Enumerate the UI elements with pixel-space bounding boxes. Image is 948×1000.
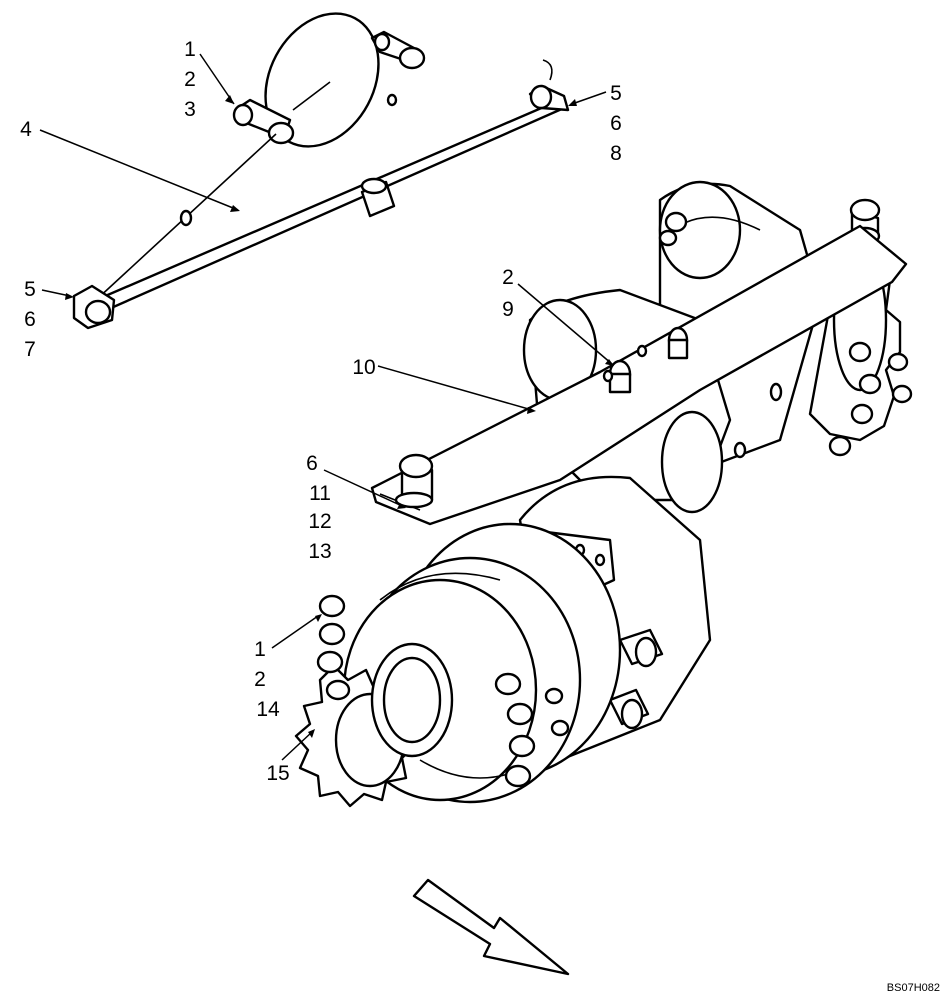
callout-line: 4 [20, 118, 32, 141]
callout-line: 6 [610, 112, 622, 135]
callout-line: 6 [24, 308, 36, 331]
rod-spacer [360, 177, 396, 218]
leader-lines [39, 53, 614, 761]
callout-line: 11 [309, 482, 331, 505]
callout-line: 6 [306, 452, 318, 475]
rod-end-nut-left [72, 284, 116, 330]
direction-arrow [412, 878, 570, 976]
callout-line: 10 [352, 356, 375, 379]
callout-line: 2 [502, 266, 514, 289]
drawing-code-label: BS07H082 [886, 982, 940, 994]
callout-line: 14 [256, 698, 280, 721]
callout-5-6-7: 5 6 7 [24, 278, 36, 361]
callout-5-6-8: 5 6 8 [610, 82, 622, 165]
callout-6-11-12-13: 6 11 12 13 [306, 452, 332, 563]
callout-line: 9 [502, 298, 514, 321]
callout-line: 7 [24, 338, 36, 361]
callout-15: 15 [266, 762, 289, 785]
cover-bolt-top [370, 30, 426, 70]
hub-bolts-right [494, 672, 570, 788]
callout-line: 15 [266, 762, 289, 785]
callout-4: 4 [20, 118, 32, 141]
cover-bolt-left [232, 98, 295, 145]
callout-line: 5 [24, 278, 36, 301]
callout-1-2-3: 1 2 3 [184, 38, 196, 121]
hub-bearing [370, 642, 454, 758]
callout-line: 5 [610, 82, 622, 105]
callout-line: 3 [184, 98, 196, 121]
bracket-bolt-left [394, 453, 434, 509]
rear-hub-bolts [658, 211, 913, 457]
callout-line: 13 [308, 540, 331, 563]
rod-end-nut-right [528, 59, 570, 112]
cover-plate [264, 12, 398, 148]
callout-line: 1 [254, 638, 266, 661]
hub-bolts-left [316, 594, 351, 701]
callout-1-2-14: 1 2 14 [254, 638, 280, 721]
callout-line: 2 [254, 668, 266, 691]
callout-2-9: 2 9 [502, 266, 514, 321]
callout-line: 12 [308, 510, 331, 533]
hydraulic-ports [608, 628, 664, 730]
mounting-bracket [370, 224, 908, 526]
callout-line: 1 [184, 38, 196, 61]
callout-line: 8 [610, 142, 622, 165]
callout-10: 10 [352, 356, 375, 379]
callout-line: 2 [184, 68, 196, 91]
